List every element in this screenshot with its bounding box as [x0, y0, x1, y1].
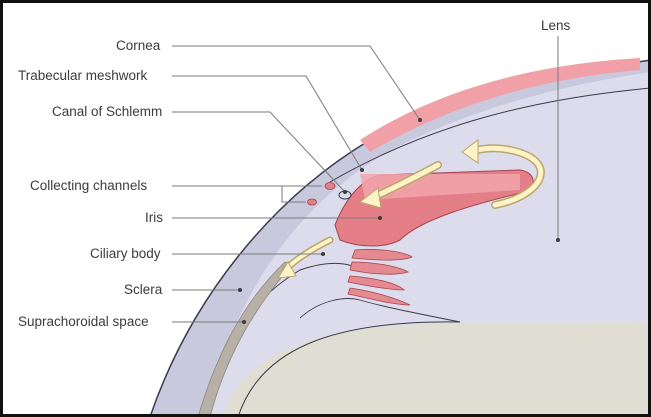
label-cornea: Cornea: [116, 38, 161, 53]
collecting-channel-shape-1: [325, 183, 335, 190]
leader-sclera-dot: [238, 288, 242, 292]
label-trabecular-meshwork: Trabecular meshwork: [18, 68, 148, 83]
leader-cornea-dot: [418, 118, 422, 122]
label-ciliary-body: Ciliary body: [90, 246, 161, 261]
label-sclera: Sclera: [124, 282, 163, 297]
leader-canal-of-schlemm-dot: [343, 190, 347, 194]
label-collecting-channels: Collecting channels: [30, 178, 147, 193]
label-suprachoroidal-space: Suprachoroidal space: [18, 314, 149, 329]
leader-lens-dot: [556, 238, 560, 242]
label-lens: Lens: [541, 18, 571, 33]
leader-suprachoroidal-space-dot: [242, 320, 246, 324]
collecting-channel-shape-2: [308, 199, 317, 205]
label-canal-of-schlemm: Canal of Schlemm: [52, 104, 162, 119]
leader-iris-dot: [378, 216, 382, 220]
leader-ciliary-body-dot: [321, 252, 325, 256]
label-iris: Iris: [145, 210, 163, 225]
leader-trabecular-meshwork-dot: [360, 168, 364, 172]
